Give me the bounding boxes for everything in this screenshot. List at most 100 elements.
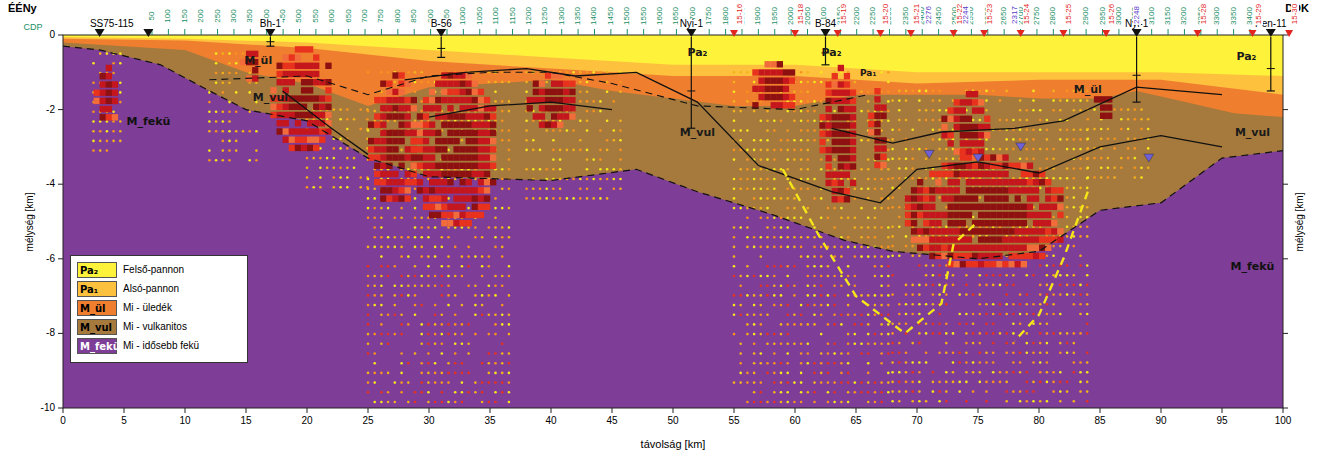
sample-dot xyxy=(733,381,736,384)
sample-dot xyxy=(911,255,914,258)
sample-dot xyxy=(860,381,863,384)
sample-dot xyxy=(441,275,444,278)
sample-dot xyxy=(800,352,803,355)
sample-dot xyxy=(619,187,622,190)
sample-dot xyxy=(911,390,914,393)
sample-dot xyxy=(353,157,356,160)
sample-dot xyxy=(222,52,225,55)
sample-dot xyxy=(552,139,555,142)
sample-dot xyxy=(733,90,736,93)
sample-dot xyxy=(1026,293,1029,296)
sample-dot xyxy=(887,284,890,287)
sample-dot xyxy=(494,401,497,404)
sample-dot xyxy=(813,246,816,249)
sample-dot xyxy=(380,275,383,278)
sample-dot xyxy=(579,187,582,190)
sample-dot xyxy=(539,187,542,190)
sample-dot xyxy=(800,187,803,190)
sample-dot xyxy=(414,217,417,220)
sample-dot xyxy=(494,197,497,200)
sample-dot xyxy=(494,246,497,249)
sample-dot xyxy=(420,284,423,287)
sample-dot xyxy=(793,294,796,297)
sample-dot xyxy=(813,226,816,229)
sample-dot xyxy=(867,372,870,375)
sample-dot xyxy=(481,391,484,394)
sample-dot xyxy=(242,52,245,55)
sample-dot xyxy=(467,265,470,268)
sample-dot xyxy=(461,333,464,336)
sample-dot xyxy=(373,401,376,404)
sample-dot xyxy=(488,226,491,229)
sample-dot xyxy=(1005,390,1008,393)
sample-dot xyxy=(887,381,890,384)
sample-dot xyxy=(773,343,776,346)
sample-dot xyxy=(887,343,890,346)
sample-dot xyxy=(373,226,376,229)
sample-dot xyxy=(874,178,877,181)
sample-dot xyxy=(228,62,231,65)
sample-dot xyxy=(467,372,470,375)
sample-dot xyxy=(1026,390,1029,393)
sample-dot xyxy=(552,149,555,152)
sample-dot xyxy=(394,265,397,268)
sample-dot xyxy=(481,236,484,239)
sample-dot xyxy=(494,381,497,384)
sample-dot xyxy=(400,236,403,239)
sample-dot xyxy=(985,274,988,277)
sample-dot xyxy=(566,197,569,200)
sample-dot xyxy=(1012,284,1015,287)
sample-dot xyxy=(753,178,756,181)
sample-dot xyxy=(786,246,789,249)
sample-dot xyxy=(945,390,948,393)
sample-dot xyxy=(746,372,749,375)
sample-dot xyxy=(488,81,491,84)
sample-dot xyxy=(925,352,928,355)
sample-dot xyxy=(106,130,109,133)
sample-dot xyxy=(606,168,609,171)
sample-dot xyxy=(880,381,883,384)
sample-dot xyxy=(586,120,589,123)
sample-dot xyxy=(1005,371,1008,374)
sample-dot xyxy=(248,81,251,84)
sample-dot xyxy=(807,100,810,103)
sample-dot xyxy=(786,352,789,355)
sample-dot xyxy=(112,130,115,133)
sample-dot xyxy=(733,187,736,190)
sample-dot xyxy=(248,130,251,133)
sample-dot xyxy=(820,217,823,220)
sample-dot xyxy=(854,226,857,229)
sample-dot xyxy=(800,168,803,171)
sample-dot xyxy=(874,294,877,297)
sample-dot xyxy=(938,109,941,112)
sample-dot xyxy=(952,284,955,287)
sample-dot xyxy=(753,149,756,152)
sample-dot xyxy=(545,81,548,84)
sample-dot xyxy=(905,119,908,122)
sample-dot xyxy=(346,118,349,121)
sample-dot xyxy=(461,381,464,384)
sample-dot xyxy=(92,140,95,143)
sample-dot xyxy=(800,246,803,249)
sample-dot xyxy=(739,139,742,142)
sample-dot xyxy=(119,62,122,65)
sample-dot xyxy=(373,187,376,190)
sample-dot xyxy=(613,168,616,171)
sample-dot xyxy=(887,246,890,249)
sample-dot xyxy=(786,207,789,210)
sample-dot xyxy=(494,313,497,316)
sample-dot xyxy=(800,313,803,316)
sample-dot xyxy=(586,197,589,200)
sample-dot xyxy=(860,187,863,190)
sample-dot xyxy=(985,303,988,306)
sample-dot xyxy=(427,81,430,84)
sample-dot xyxy=(833,343,836,346)
sample-dot xyxy=(427,362,430,365)
sample-dot xyxy=(579,100,582,103)
sample-dot xyxy=(119,140,122,143)
sample-dot xyxy=(367,246,370,249)
sample-dot xyxy=(773,352,776,355)
sample-dot xyxy=(367,187,370,190)
sample-dot xyxy=(1005,148,1008,151)
